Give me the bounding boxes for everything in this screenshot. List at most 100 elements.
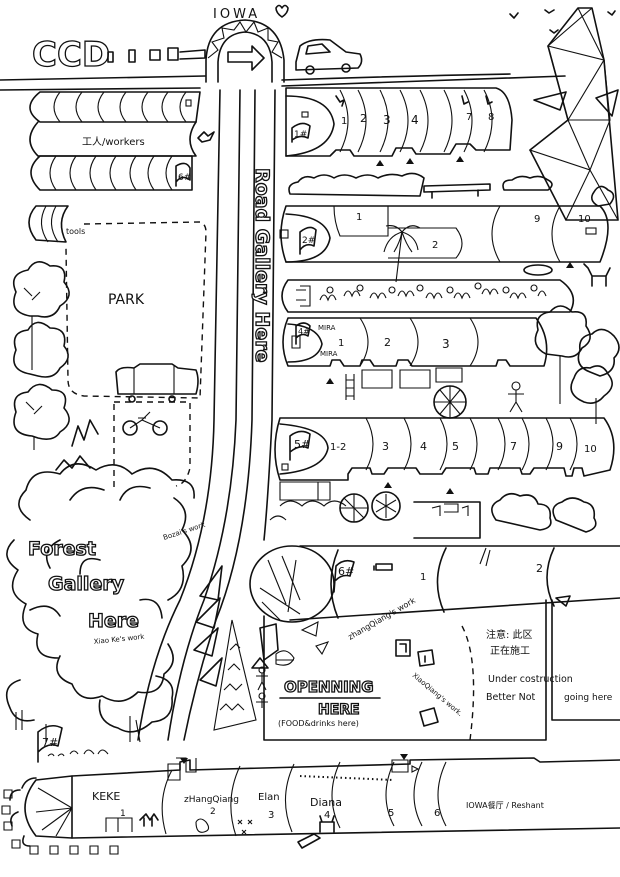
hall-6-room: 2 (536, 562, 543, 575)
hall-5-number: 5# (294, 438, 310, 451)
hall-5-room: 7 (510, 440, 517, 453)
pool-icon (523, 264, 553, 276)
hall-4-number: 4# (298, 327, 310, 336)
hedge-row (288, 172, 553, 199)
figure-icon (461, 95, 493, 105)
ccd-logo-text: CCD (32, 35, 110, 75)
ladder-icon (345, 374, 355, 400)
hall-2-room: 9 (534, 214, 540, 225)
car-icon (115, 363, 199, 403)
artwork-frame-icon (419, 707, 439, 727)
hall-7-room-number: 6 (434, 808, 440, 819)
forest-title-3: Here (88, 610, 139, 632)
tree-icon (534, 305, 620, 424)
hall-3 (281, 279, 575, 313)
hall-1-room: 7 (466, 112, 472, 123)
figure-icon (335, 95, 345, 107)
palm-tree-icon (383, 225, 421, 283)
workers-label: 工人/workers (82, 136, 145, 148)
cutlery-icon (479, 547, 491, 567)
hall-2-room: 1 (356, 212, 362, 223)
hall-7: 7# KEKE 1 zHangQiang 2 Elan 3 Diana 4 5 … (1, 724, 620, 855)
triangle-marker-icon (326, 378, 334, 384)
opening-title: OPENNING (284, 678, 374, 696)
flag-icon: 4# (291, 322, 311, 349)
construction-en-line3: going here (564, 693, 613, 703)
hall-7-room-number: 3 (268, 810, 274, 821)
umbrella-icon (433, 385, 467, 419)
plane-icon (197, 131, 215, 143)
tools-shed: tools (28, 205, 85, 243)
road-label: Road Gallery Here (251, 168, 273, 362)
hall-7-artist: zHangQiang (184, 795, 239, 805)
hall-6-number: 6# (338, 565, 354, 578)
opening-area: zhangQiang's work XiaoQiang's work. OPEN… (213, 596, 547, 741)
person-icon (256, 666, 268, 708)
hall-1-room: 3 (383, 113, 391, 127)
tools-label: tools (66, 227, 85, 236)
construction-area: 注意: 此区 正在施工 Under costruction Better Not… (486, 595, 620, 721)
opening-note: (FOOD&drinks here) (278, 719, 359, 728)
iowa-gate: IOWA (205, 4, 289, 83)
cat-icon (139, 813, 159, 827)
planter-icon (361, 367, 463, 389)
hall-4-artist: MIRA (318, 324, 336, 332)
tree-icon (12, 261, 70, 450)
forest-title-2: Gallery (48, 573, 125, 595)
forest-title-1: Forest (28, 538, 96, 560)
hall-1-room: 1 (341, 116, 347, 127)
hall-1-room: 2 (360, 112, 367, 125)
hall-5: 5# 1-2 3 4 5 7 9 10 (274, 417, 615, 501)
hall-4-room: 1 (338, 338, 344, 349)
opening-work-label-1: zhangQiang's work (347, 596, 418, 642)
opening-work-label-2: XiaoQiang's work. (411, 671, 464, 718)
hall-1: 1# 1 2 3 4 7 8 (285, 87, 513, 166)
flag-icon: 7# (37, 724, 63, 763)
workers-hall-number: 6# (178, 173, 191, 183)
hall-7-room-number: 4 (324, 810, 330, 821)
hall-5-room: 5 (452, 440, 459, 453)
park-label: PARK (108, 292, 145, 308)
animal-icon (583, 263, 611, 287)
table-icon (105, 817, 133, 832)
hall-7-room-number: 1 (120, 809, 126, 819)
zigzag-pine-icon (213, 619, 257, 731)
hall-7-number: 7# (42, 736, 58, 749)
hall-2-room: 2 (432, 240, 438, 251)
flag-icon: 6# (175, 162, 191, 187)
hall-4: 4# MIRA MIRA 1 2 3 (282, 317, 548, 400)
slipper-icon (297, 833, 321, 849)
triangle-marker-icon (384, 482, 454, 494)
road-sculptures (193, 565, 223, 687)
cat-icon (319, 815, 335, 833)
construction-en-line2: Better Not (486, 692, 536, 703)
triangle-marker-icon (376, 156, 464, 166)
hall-6: 6# 1 2 (249, 545, 620, 623)
flag-icon: 2# (299, 226, 317, 255)
hall-4-room: 2 (384, 336, 391, 349)
artwork-frame-icon (395, 639, 411, 657)
hall-4-artist-repeat: MIRA (320, 350, 338, 358)
camera-icon (373, 563, 393, 571)
bicycle-icon (122, 411, 168, 436)
chairs-icon (1, 789, 119, 855)
construction-cn-line1: 注意: 此区 (486, 628, 533, 641)
forest-work-label-2: Xiao Ke's work (93, 633, 145, 646)
picnic-area (269, 491, 597, 539)
hall-1-room: 8 (488, 112, 494, 123)
heart-icon (275, 4, 289, 18)
dog-icon (195, 818, 210, 833)
gate-label: IOWA (213, 7, 260, 22)
hall-6-room: 1 (420, 572, 426, 583)
road-gallery: Road Gallery Here (137, 89, 276, 741)
bench-icon (279, 481, 331, 501)
person-icon (508, 381, 524, 413)
flag-icon: 5# (289, 430, 311, 461)
umbrella-icon (275, 650, 295, 666)
hall-7-restaurant: IOWA餐厅 / Reshant (466, 801, 544, 810)
stars-icon (237, 819, 253, 835)
forest-gallery: Forest Gallery Here Bozai's work Xiao Ke… (5, 463, 207, 743)
umbrella-icon (371, 491, 401, 521)
hall-7-artist: Elan (258, 792, 280, 803)
